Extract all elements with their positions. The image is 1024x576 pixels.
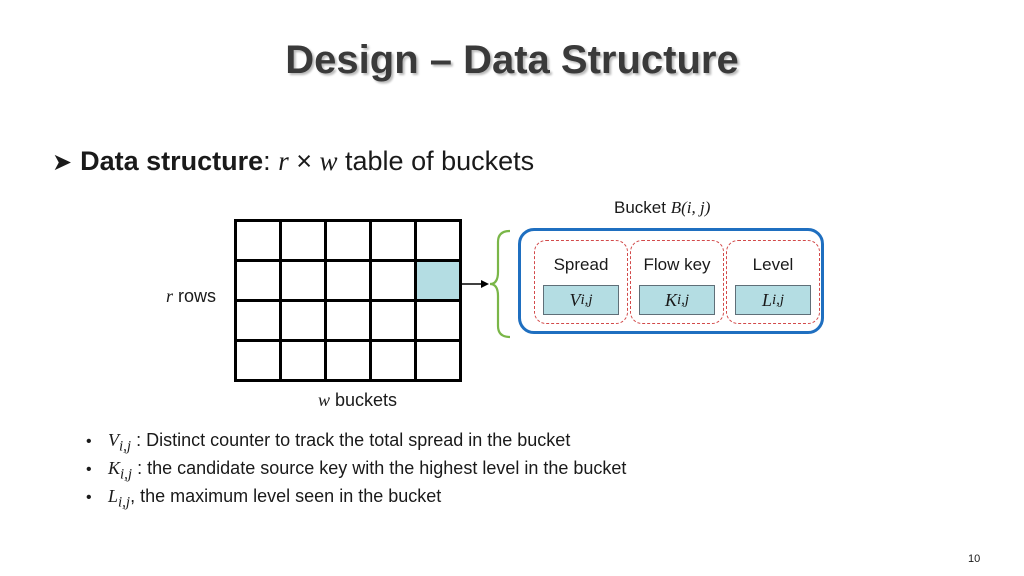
field-label: Spread xyxy=(553,255,609,274)
connector-arrow xyxy=(460,280,489,288)
grid-cell xyxy=(372,222,417,262)
grid-cell xyxy=(372,262,417,302)
grid-cell xyxy=(417,222,462,262)
columns-label-text: buckets xyxy=(330,390,398,410)
field-label: Level xyxy=(752,255,794,274)
bullet-dot-icon: • xyxy=(86,489,92,506)
subtitle-bold: Data structure xyxy=(80,146,264,176)
var-symbol: K xyxy=(664,289,677,310)
bucket-title: Bucket B(i, j) xyxy=(614,198,710,218)
bullet-var: L xyxy=(108,486,119,506)
grid-cell xyxy=(372,302,417,342)
var-symbol: L xyxy=(761,289,772,310)
grid-cell xyxy=(417,302,462,342)
grid-cell xyxy=(417,342,462,382)
rows-label-math: r xyxy=(166,286,174,306)
bullet-dot-icon: • xyxy=(86,461,92,478)
bullet-var: V xyxy=(108,430,119,450)
bullet-subscript: i,j xyxy=(119,438,132,455)
var-symbol: V xyxy=(569,289,581,310)
rows-label: r rows xyxy=(166,286,216,307)
field-label: Flow key xyxy=(643,255,711,274)
bullet-text: : Distinct counter to track the total sp… xyxy=(131,430,571,450)
var-subscript: i,j xyxy=(676,291,690,308)
subtitle-line: ➤ Data structure: r × w table of buckets xyxy=(52,146,534,177)
bullet-item: • Ki,j : the candidate source key with th… xyxy=(86,458,626,486)
subtitle-math-w: w xyxy=(319,146,338,176)
bullet-text: : the candidate source key with the high… xyxy=(132,458,627,478)
grid-cell xyxy=(282,302,327,342)
var-subscript: i,j xyxy=(580,291,593,308)
subtitle-times: × xyxy=(288,146,320,176)
rows-label-text: rows xyxy=(173,286,217,306)
subtitle-math-r: r xyxy=(278,146,289,176)
grid-cell xyxy=(327,342,372,382)
bullet-subscript: i,j xyxy=(118,494,131,511)
grid-cell xyxy=(327,222,372,262)
arrow-bullet-icon: ➤ xyxy=(52,149,73,176)
bullet-item: • Vi,j : Distinct counter to track the to… xyxy=(86,430,626,458)
grid-cell xyxy=(282,342,327,382)
slide-title: Design – Data Structure xyxy=(285,38,739,82)
grid-cell xyxy=(237,302,282,342)
subtitle-rest: table of buckets xyxy=(337,146,535,176)
columns-label: w buckets xyxy=(318,390,397,411)
bullet-dot-icon: • xyxy=(86,433,92,450)
bullet-text: , the maximum level seen in the bucket xyxy=(130,486,442,506)
bullet-var: K xyxy=(108,458,121,478)
grid-cell xyxy=(327,262,372,302)
grid-cell xyxy=(237,262,282,302)
grid-cell xyxy=(282,262,327,302)
grid-cell xyxy=(237,342,282,382)
grid-cell xyxy=(327,302,372,342)
bullet-item: • Li,j, the maximum level seen in the buc… xyxy=(86,486,626,514)
bucket-title-text: Bucket xyxy=(614,198,671,217)
bucket-table-grid xyxy=(234,219,462,382)
var-subscript: i,j xyxy=(771,291,785,308)
grid-cell xyxy=(282,222,327,262)
bucket-box xyxy=(518,228,824,334)
grid-cell-highlighted xyxy=(417,262,462,302)
bullet-list: • Vi,j : Distinct counter to track the to… xyxy=(86,430,626,514)
grid-cell xyxy=(372,342,417,382)
bucket-title-math: B(i, j) xyxy=(670,198,711,217)
columns-label-math: w xyxy=(318,390,331,410)
subtitle-colon: : xyxy=(263,146,271,176)
page-number: 10 xyxy=(968,553,981,565)
grid-cell xyxy=(237,222,282,262)
bullet-subscript: i,j xyxy=(120,466,133,483)
bracket-icon xyxy=(489,229,511,339)
